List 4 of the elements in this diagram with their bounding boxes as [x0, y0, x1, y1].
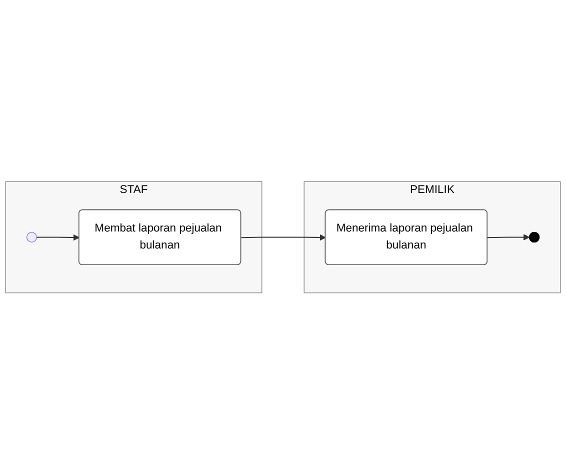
- arrow: [241, 234, 326, 240]
- arrow: [487, 234, 530, 240]
- arrow: [36, 234, 80, 240]
- node-circle: [26, 232, 37, 242]
